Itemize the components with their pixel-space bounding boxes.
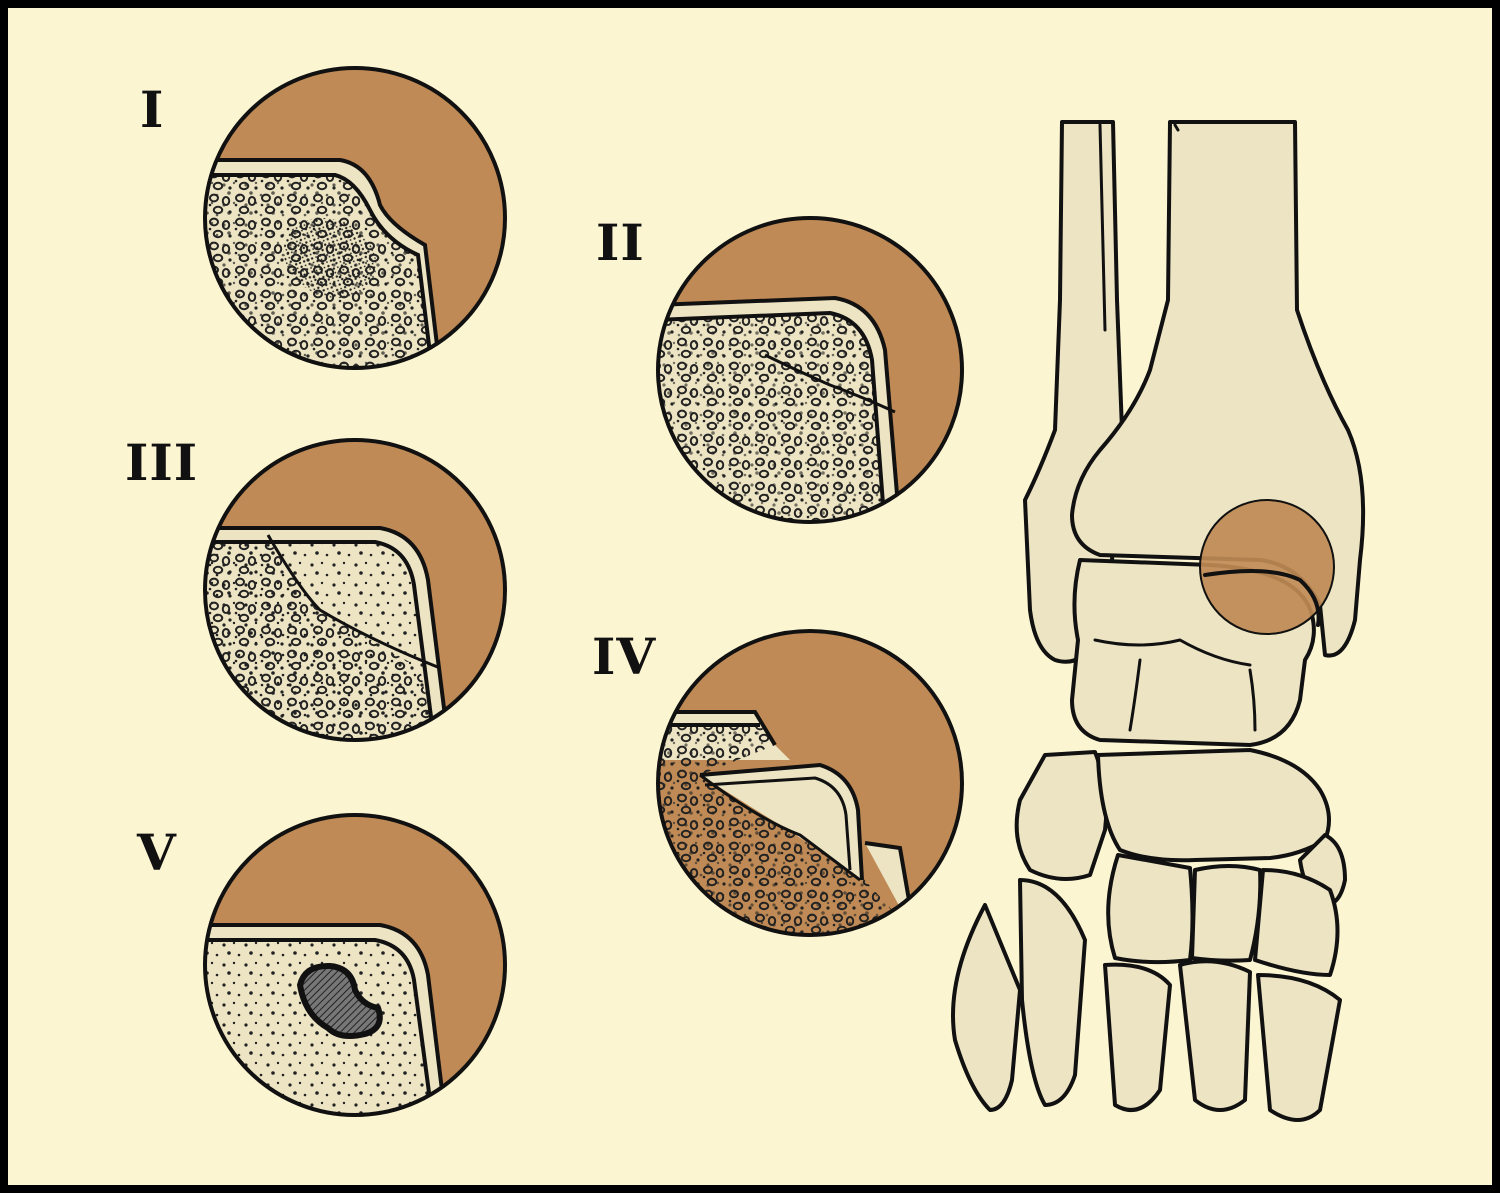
metatarsal-1	[951, 903, 1022, 1112]
cuneiform-lateral	[1253, 868, 1340, 977]
stage-2-magnifier	[656, 216, 964, 524]
metatarsal-3	[1103, 962, 1172, 1112]
subchondral-cyst	[296, 962, 383, 1039]
stage-label-4: IV	[592, 627, 657, 686]
ankle-skeleton	[951, 120, 1366, 1122]
metatarsal-5	[1256, 973, 1342, 1122]
stage-label-1: I	[140, 80, 165, 139]
stage-label-2: II	[596, 213, 645, 272]
metatarsal-2	[1018, 878, 1087, 1107]
stage-label-3: III	[125, 433, 199, 492]
lesion-highlight	[1199, 499, 1335, 635]
stage-1-magnifier	[203, 66, 507, 370]
cuneiform-row	[1096, 748, 1331, 863]
stage-4-magnifier	[656, 629, 964, 937]
metatarsal-4	[1178, 959, 1252, 1112]
stage-label-5: V	[137, 823, 177, 882]
cuneiform-middle	[1190, 864, 1263, 963]
cuneiform-medial	[1106, 853, 1195, 965]
stage-5-magnifier	[203, 813, 507, 1117]
stage-3-magnifier	[203, 438, 507, 742]
